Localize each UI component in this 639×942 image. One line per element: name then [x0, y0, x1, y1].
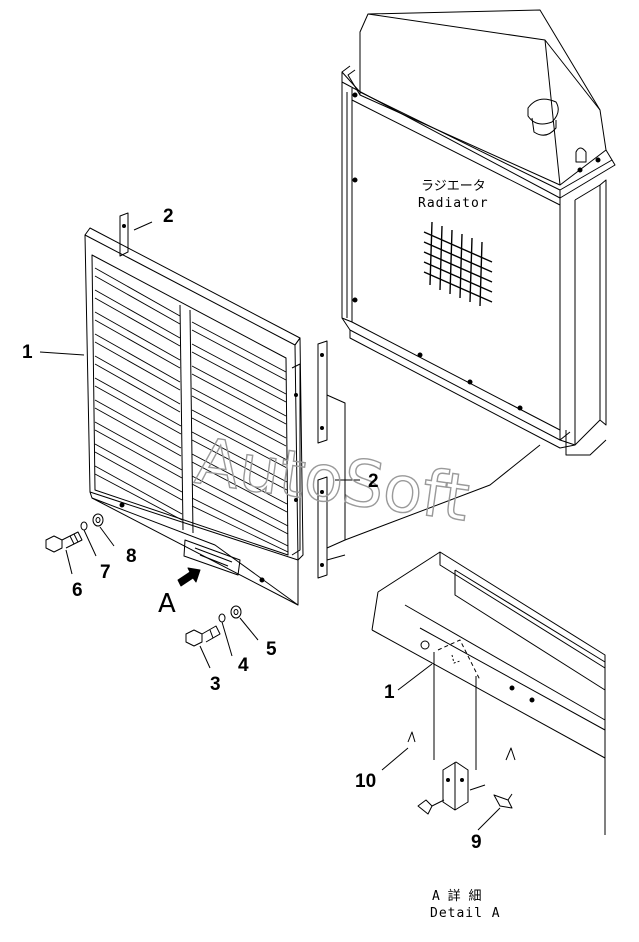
washer-8: [92, 513, 104, 527]
washer-4: [218, 613, 226, 623]
callout-4: 4: [238, 655, 249, 676]
bolt-3: [185, 625, 221, 647]
detail-a: [371, 551, 606, 835]
callout-2-top: 2: [163, 206, 174, 227]
view-letter: A: [158, 589, 176, 619]
callout-9: 9: [471, 832, 482, 853]
bracket-top: [119, 212, 153, 257]
bracket-side: [317, 340, 541, 579]
callout-3: 3: [210, 674, 221, 695]
radiator: [341, 9, 616, 456]
callout-10: 10: [355, 771, 376, 792]
washer-5: [230, 605, 242, 619]
washer-7: [80, 521, 88, 531]
detail-label-jp: A 詳 細: [432, 888, 481, 904]
leader-lines: [39, 351, 360, 669]
callout-1-grille: 1: [22, 342, 33, 363]
callout-7: 7: [100, 562, 111, 583]
detail-label-en: Detail A: [430, 906, 501, 921]
watermark: AutoSoft: [191, 425, 473, 537]
grille-assembly: [84, 227, 304, 606]
radiator-label-en: Radiator: [418, 196, 489, 211]
view-arrow: [177, 567, 201, 587]
radiator-label-jp: ラジエータ: [421, 179, 486, 194]
callout-5: 5: [266, 639, 277, 660]
callout-8: 8: [126, 546, 137, 567]
callout-6: 6: [72, 580, 83, 601]
bolt-6: [45, 531, 83, 553]
callout-1-detail: 1: [384, 682, 395, 703]
callout-2-side: 2: [368, 471, 379, 492]
